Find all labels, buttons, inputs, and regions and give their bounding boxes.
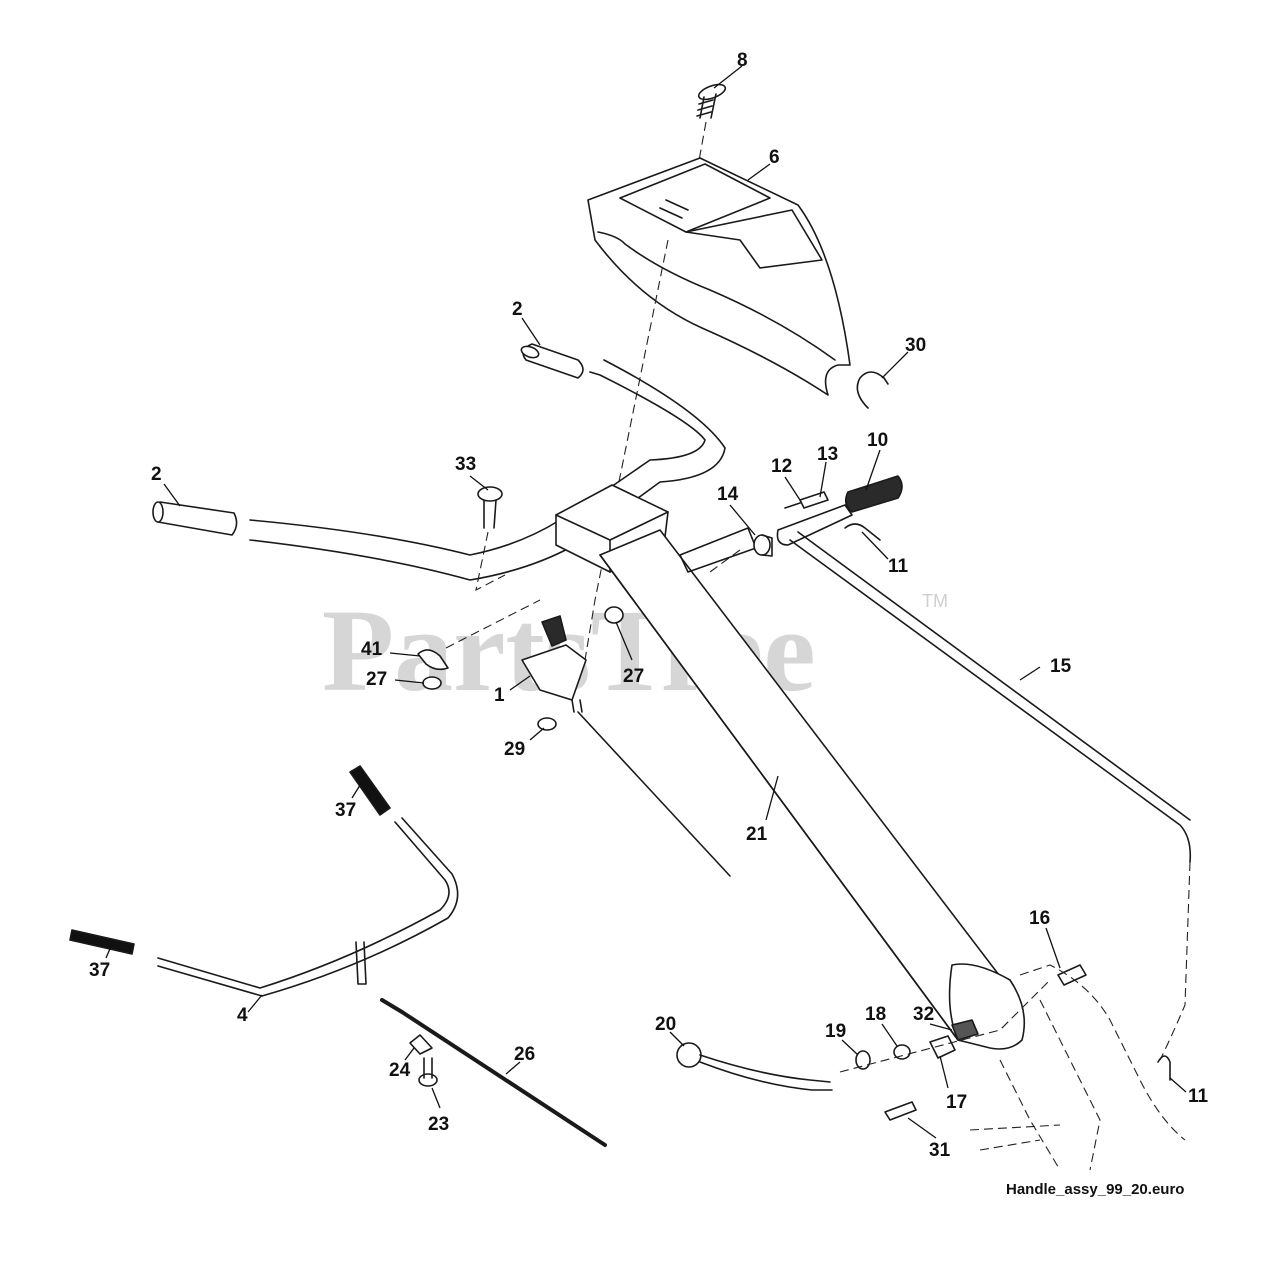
callout-16: 16 [1029, 908, 1050, 929]
part-handle-cover [587, 157, 851, 396]
dash-rod-end [1159, 861, 1191, 1061]
part-clip [856, 371, 889, 409]
part-cable-bolt [418, 1057, 438, 1087]
part-lever-bolt [784, 491, 829, 509]
callout-labels: 8 6 2 30 2 33 10 12 13 14 11 41 27 27 1 … [89, 50, 1209, 1161]
dash-lower-hardware [839, 979, 1051, 1073]
part-control-cable [380, 998, 607, 1147]
part-lock-nut [893, 1044, 911, 1060]
callout-12: 12 [771, 456, 792, 477]
part-nut-lower [537, 717, 557, 731]
callout-1: 1 [494, 685, 505, 706]
callout-19: 19 [825, 1021, 846, 1042]
callout-11-lower: 11 [1188, 1086, 1209, 1107]
callout-4: 4 [237, 1005, 248, 1026]
leader-lines [105, 65, 1187, 1139]
part-grip-left [152, 501, 238, 536]
callout-24: 24 [389, 1060, 411, 1081]
part-grip-upper [520, 343, 584, 379]
diagram-caption: Handle_assy_99_20.euro [1006, 1181, 1184, 1198]
callout-30: 30 [905, 335, 926, 356]
part-bolt-16 [1057, 964, 1087, 986]
callout-11-upper: 11 [888, 556, 909, 577]
callout-17: 17 [946, 1092, 967, 1113]
part-bolt-31 [884, 1101, 917, 1121]
callout-29: 29 [504, 739, 525, 760]
callout-6: 6 [769, 147, 780, 168]
watermark-tm: TM [922, 591, 948, 611]
part-nut-left [422, 676, 442, 690]
part-knob [844, 475, 903, 513]
part-carriage-bolt [477, 486, 503, 529]
callout-32: 32 [913, 1004, 934, 1025]
callout-20: 20 [655, 1014, 676, 1035]
part-shifter-knob [676, 1042, 833, 1091]
part-pivot-bracket [521, 615, 587, 713]
callout-37-left: 37 [89, 960, 110, 981]
part-grip-37-left [69, 929, 135, 955]
callout-2-upper: 2 [512, 299, 523, 320]
part-nut-right [604, 606, 624, 624]
part-spacer [753, 534, 773, 557]
callout-27-left: 27 [366, 669, 387, 690]
dash-bracket-left [445, 599, 541, 649]
callout-33: 33 [455, 454, 476, 475]
part-hairpin-upper [844, 523, 881, 541]
dash-bolt [475, 531, 506, 592]
part-bail-handle [157, 817, 459, 997]
part-cable-clip [409, 1034, 433, 1055]
tiller-frame-outline [969, 964, 1186, 1171]
callout-31: 31 [929, 1140, 951, 1161]
part-block-32 [951, 1019, 979, 1041]
callout-2-left: 2 [151, 464, 162, 485]
part-grip-37-upper [349, 765, 391, 816]
part-washer [855, 1050, 871, 1070]
callout-21: 21 [746, 824, 768, 845]
callout-18: 18 [865, 1004, 886, 1025]
callout-23: 23 [428, 1114, 449, 1135]
callout-15: 15 [1050, 656, 1072, 677]
callout-13: 13 [817, 444, 838, 465]
callout-8: 8 [737, 50, 748, 71]
part-control-rod [577, 711, 731, 877]
dash-cover-to-bracket [584, 239, 669, 661]
callout-10: 10 [867, 430, 888, 451]
part-block-17 [929, 1035, 956, 1059]
part-shift-lever [776, 504, 853, 546]
callout-41: 41 [361, 639, 383, 660]
callout-26: 26 [514, 1044, 535, 1065]
callout-37-upper: 37 [335, 800, 356, 821]
callout-27-right: 27 [623, 666, 644, 687]
part-cable-clamp [417, 649, 449, 671]
part-hairpin-lower [1157, 1055, 1171, 1081]
part-shift-rod [789, 531, 1192, 863]
part-screw-top [696, 83, 727, 119]
callout-14: 14 [717, 484, 739, 505]
dash-spacer [709, 549, 741, 573]
